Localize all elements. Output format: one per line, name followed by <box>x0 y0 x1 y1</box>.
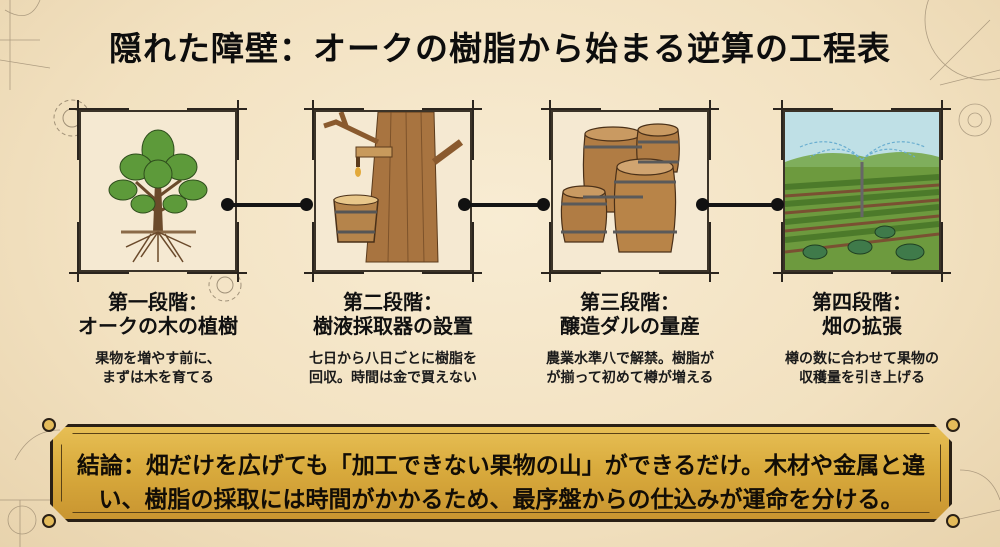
stage-1-step-label: 第一段階： <box>108 290 208 314</box>
stage-1-desc-line2: まずは木を育てる <box>102 370 214 386</box>
conclusion-banner: 結論：畑だけを広げても「加工できない果物の山」ができるだけ。木材や金属と違 い、… <box>42 418 960 528</box>
page-title: 隠れた障壁：オークの樹脂から始まる逆算の工程表 <box>109 29 891 68</box>
conclusion-line2: い、樹脂の採取には時間がかかるため、最序盤からの仕込みが運命を分ける。 <box>98 487 904 513</box>
stage-2-step-label: 第二段階： <box>343 290 443 314</box>
rivet-icon <box>946 514 960 528</box>
conclusion-plaque: 結論：畑だけを広げても「加工できない果物の山」ができるだけ。木材や金属と違 い、… <box>50 424 952 522</box>
stage-4-step-label: 第四段階： <box>812 290 912 314</box>
stage-3-desc-line1: 農業水準八で解禁。樹脂が <box>546 351 714 367</box>
stage-4-title: 第四段階： 畑の拡張 <box>747 290 977 338</box>
connector-2-3 <box>458 198 550 211</box>
rivet-icon <box>42 514 56 528</box>
stage-2-description: 七日から八日ごとに樹脂を 回収。時間は金で買えない <box>278 350 508 388</box>
stage-2-desc-line1: 七日から八日ごとに樹脂を <box>309 351 477 367</box>
stage-3-frame <box>541 100 719 282</box>
connector-1-2 <box>221 198 313 211</box>
connector-3-4 <box>696 198 784 211</box>
conclusion-line1: 結論：畑だけを広げても「加工できない果物の山」ができるだけ。木材や金属と違 <box>76 453 926 479</box>
stage-3-description: 農業水準八で解禁。樹脂が が揃って初めて樽が増える <box>515 350 745 388</box>
stage-4-desc-line1: 樽の数に合わせて果物の <box>785 351 939 367</box>
barrels-illustration <box>551 110 709 272</box>
stage-4-name: 畑の拡張 <box>822 314 902 338</box>
stage-1-frame <box>69 100 247 282</box>
stage-4-desc-line2: 収穫量を引き上げる <box>799 370 925 386</box>
stage-4-frame <box>773 100 951 282</box>
stage-3-title: 第三段階： 醸造ダルの量産 <box>515 290 745 338</box>
stage-2-name: 樹液採取器の設置 <box>313 314 473 338</box>
stage-2-title: 第二段階： 樹液採取器の設置 <box>278 290 508 338</box>
stage-3-name: 醸造ダルの量産 <box>560 314 700 338</box>
rivet-icon <box>42 418 56 432</box>
stage-1-title: 第一段階： オークの木の植樹 <box>43 290 273 338</box>
stage-3-step-label: 第三段階： <box>580 290 680 314</box>
rivet-icon <box>946 418 960 432</box>
stage-1-description: 果物を増やす前に、 まずは木を育てる <box>43 350 273 388</box>
conclusion-text: 結論：畑だけを広げても「加工できない果物の山」ができるだけ。木材や金属と違 い、… <box>73 449 929 517</box>
oak-tree-illustration <box>79 110 237 272</box>
crop-field-illustration <box>783 110 941 272</box>
stage-2-desc-line2: 回収。時間は金で買えない <box>309 370 477 386</box>
sap-tap-illustration <box>314 110 472 272</box>
stage-1-desc-line1: 果物を増やす前に、 <box>95 351 221 367</box>
stage-4-description: 樽の数に合わせて果物の 収穫量を引き上げる <box>747 350 977 388</box>
stage-3-desc-line2: が揃って初めて樽が増える <box>546 370 714 386</box>
stage-2-frame <box>304 100 482 282</box>
stage-1-name: オークの木の植樹 <box>78 314 238 338</box>
